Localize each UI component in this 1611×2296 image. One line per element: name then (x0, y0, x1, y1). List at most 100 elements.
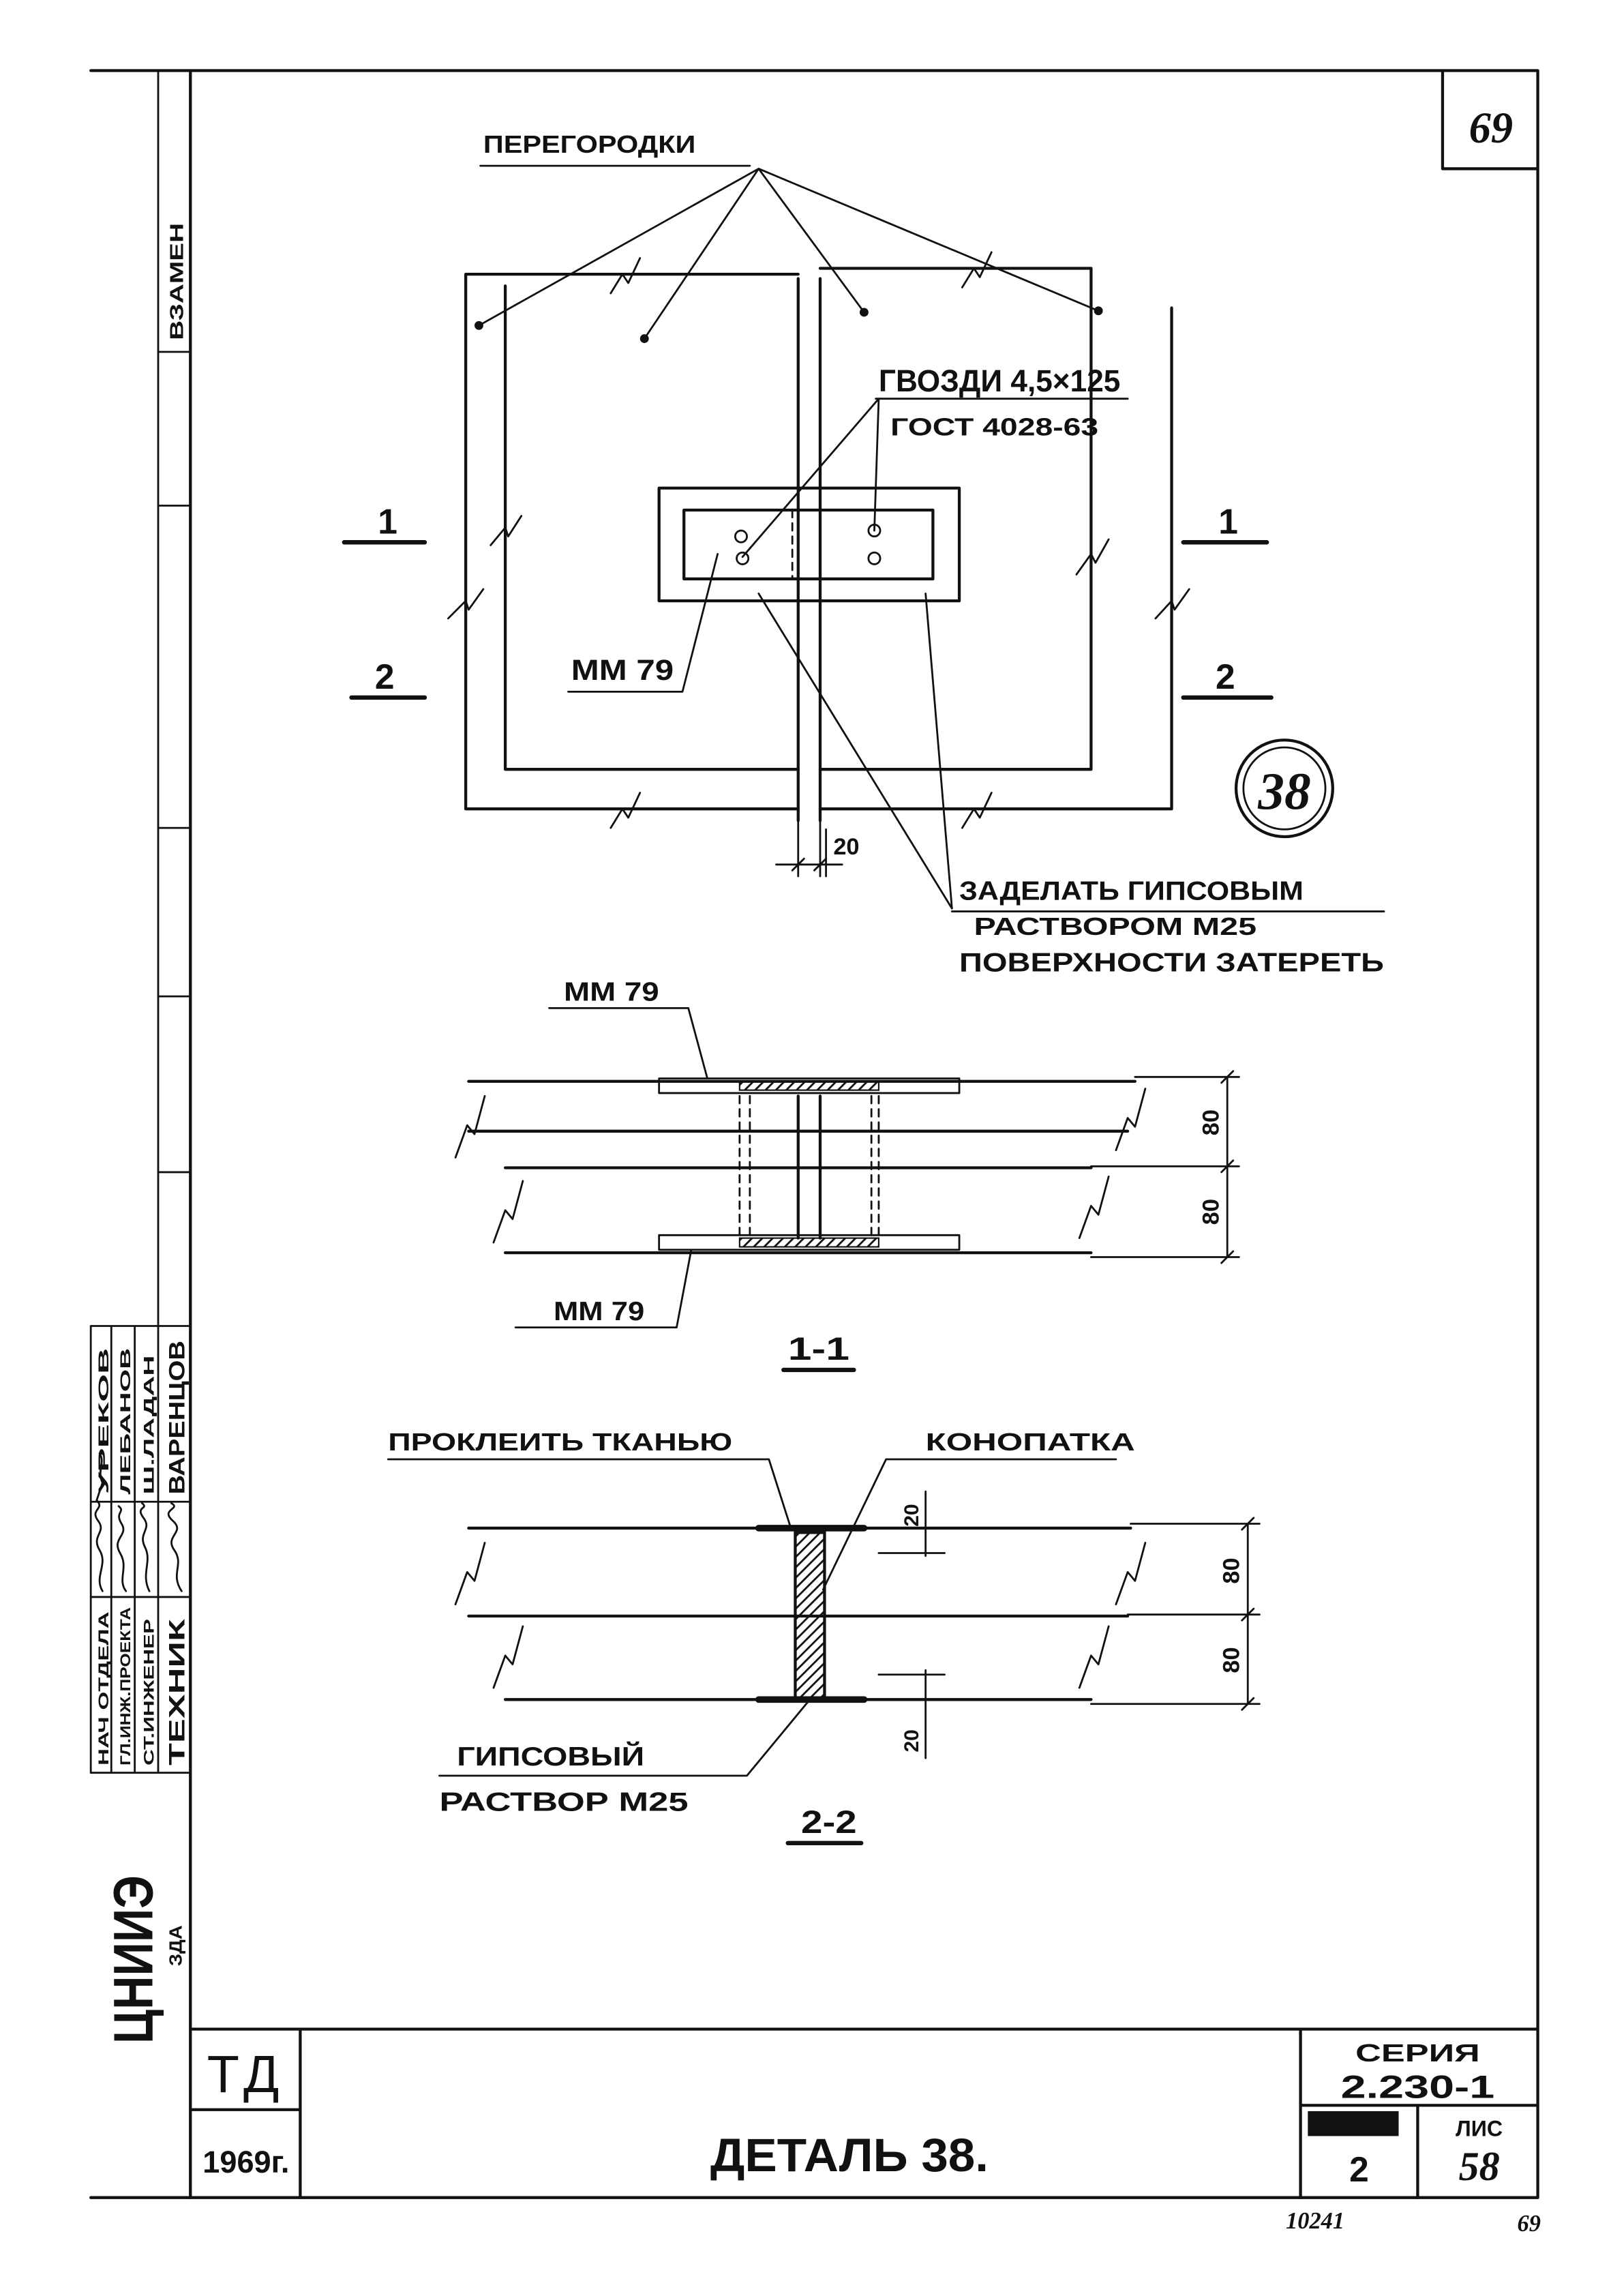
handwritten-signatures (94, 1452, 183, 1592)
replaces-label: ВЗАМЕН (166, 223, 187, 340)
note-line-3: ПОВЕРХНОСТИ ЗАТЕРЕТЬ (959, 949, 1384, 978)
note-line-2: РАСТВОРОМ М25 (974, 912, 1257, 940)
nails-hidden (738, 1094, 880, 1236)
nails-leaders (741, 398, 880, 558)
drawing-title: ДЕТАЛЬ 38. (710, 2129, 989, 2181)
footer-page-number: 69 (1518, 2211, 1541, 2237)
plate-label-top-leader (548, 1007, 708, 1079)
logo-text: ЦНИИЭ (102, 1875, 164, 2044)
leader-dot (859, 308, 869, 317)
sheet-number: 58 (1459, 2144, 1500, 2190)
section-mark-1-right: 1 (1218, 501, 1238, 541)
department-text: ЗДА (166, 1925, 185, 1966)
cover-dimension-bottom: 20 (901, 1729, 923, 1752)
plate-label: ММ 79 (571, 654, 674, 687)
mortar-label-line-2: РАСТВОР М25 (439, 1788, 688, 1817)
nail-hole (867, 551, 882, 565)
caulking-fill (794, 1531, 826, 1701)
bottom-cover-plate-core (738, 1237, 879, 1248)
binding-strip-dividers (157, 351, 192, 1174)
frame-border (89, 69, 1539, 2199)
signature-4 (167, 1502, 183, 1592)
break-symbols (454, 1542, 1147, 1689)
plate-label-top: ММ 79 (564, 978, 659, 1007)
section-mark-2-right: 2 (1216, 657, 1235, 696)
cover-dimension-top: 20 (901, 1504, 923, 1526)
signature-grid (89, 1325, 192, 1774)
role-head-of-department: НАЧ ОТДЕЛА (95, 1611, 112, 1765)
role-senior-engineer: СТ.ИНЖЕНЕР (141, 1619, 157, 1765)
name-senior-engineer: Ш.ЛАДАН (141, 1355, 157, 1494)
leader-dot (639, 334, 649, 344)
caulking-label: КОНОПАТКА (926, 1428, 1135, 1456)
bottom-cover-plate (658, 1234, 961, 1251)
note-line-1: ЗАДЕЛАТЬ ГИПСОВЫМ (959, 876, 1304, 906)
section-1-1-title: 1-1 (788, 1331, 849, 1367)
issue-number: 2 (1349, 2149, 1369, 2189)
joint-lines (796, 1094, 822, 1240)
top-cover-plate-core (738, 1080, 879, 1091)
role-chief-project-engineer: ГЛ.ИНЖ.ПРОЕКТА (117, 1607, 134, 1765)
nails-standard: ГОСТ 4028-63 (890, 413, 1098, 441)
document-code: ТД (207, 2045, 285, 2104)
nails-label: ГВОЗДИ 4,5×125 (879, 363, 1120, 398)
section-1-1: ММ 79 80 80 ММ 79 1-1 (454, 978, 1240, 1373)
cover-plate (682, 508, 935, 581)
tape-label: ПРОКЛЕИТЬ ТКАНЬЮ (388, 1428, 732, 1456)
top-cover-plate (658, 1077, 961, 1094)
thickness-dimension-upper: 80 (1198, 1109, 1224, 1135)
leader-dot (1094, 306, 1103, 316)
signature-1 (94, 1452, 104, 1592)
section-2-2: ПРОКЛЕИТЬ ТКАНЬЮ КОНОПАТКА 80 80 20 20 Г… (387, 1428, 1261, 1846)
plate-label-underline (567, 553, 719, 693)
plate-label-bottom: ММ 79 (554, 1297, 644, 1326)
detail-marker-inner (1242, 746, 1327, 831)
nail-hole (736, 551, 750, 565)
note-leaders (757, 593, 953, 910)
redacted-issue-label (1308, 2111, 1399, 2136)
right-panel-inner (818, 267, 1093, 771)
thickness-dimension-lower: 80 (1218, 1647, 1244, 1673)
organization-logo: ЦНИИЭ ЗДА (102, 1875, 185, 2044)
thickness-dimension-upper: 80 (1218, 1557, 1244, 1583)
page-number: 69 (1469, 104, 1513, 152)
page-number-box (1441, 69, 1539, 170)
partitions-label: ПЕРЕГОРОДКИ (483, 130, 695, 158)
signature-3 (139, 1502, 151, 1592)
break-symbols (447, 251, 1190, 829)
archive-number: 10241 (1286, 2208, 1344, 2234)
section-mark-2-left: 2 (375, 657, 395, 696)
title-block: ТД 1969г. ДЕТАЛЬ 38. СЕРИЯ 2.230-1 2 ЛИС… (189, 2027, 1539, 2199)
caulking-leader (822, 1458, 1117, 1591)
name-chief-project-engineer: ЛЕБАНОВ (117, 1348, 134, 1495)
plate-hidden-joint (791, 509, 822, 580)
detail-number: 38 (1257, 762, 1310, 820)
signature-2 (117, 1505, 127, 1592)
name-technician: ВАРЕНЦОВ (165, 1341, 190, 1495)
sheet-label: ЛИС (1456, 2116, 1503, 2141)
nail-hole (734, 529, 748, 543)
sheet-frame: 69 ВЗАМЕН (89, 69, 1539, 2199)
gap-dimension: 20 (833, 834, 859, 860)
fabric-tape (755, 1525, 868, 1703)
thickness-dimension-lines (1089, 1517, 1261, 1711)
cover-dimension-bottom-lines (877, 1669, 946, 1759)
role-technician: ТЕХНИК (165, 1619, 190, 1765)
title-block-grid (189, 2027, 1539, 2199)
gap-dimension-lines (775, 819, 843, 878)
section-mark-1-left: 1 (378, 501, 397, 541)
tape-leader (387, 1458, 792, 1530)
thickness-dimension-lower: 80 (1198, 1199, 1224, 1225)
break-symbols (454, 1088, 1147, 1244)
name-head-of-department: УРЕКОВ (95, 1348, 112, 1495)
left-panel-inner (503, 284, 800, 771)
cover-plate-outline (657, 486, 961, 603)
right-panel-outer (818, 267, 1173, 811)
section-2-2-title: 2-2 (801, 1804, 857, 1840)
leader-dot (475, 320, 483, 330)
series-label: СЕРИЯ (1355, 2039, 1480, 2067)
thickness-dimension-lines (1089, 1070, 1240, 1264)
partitions-leaders (478, 168, 1100, 340)
